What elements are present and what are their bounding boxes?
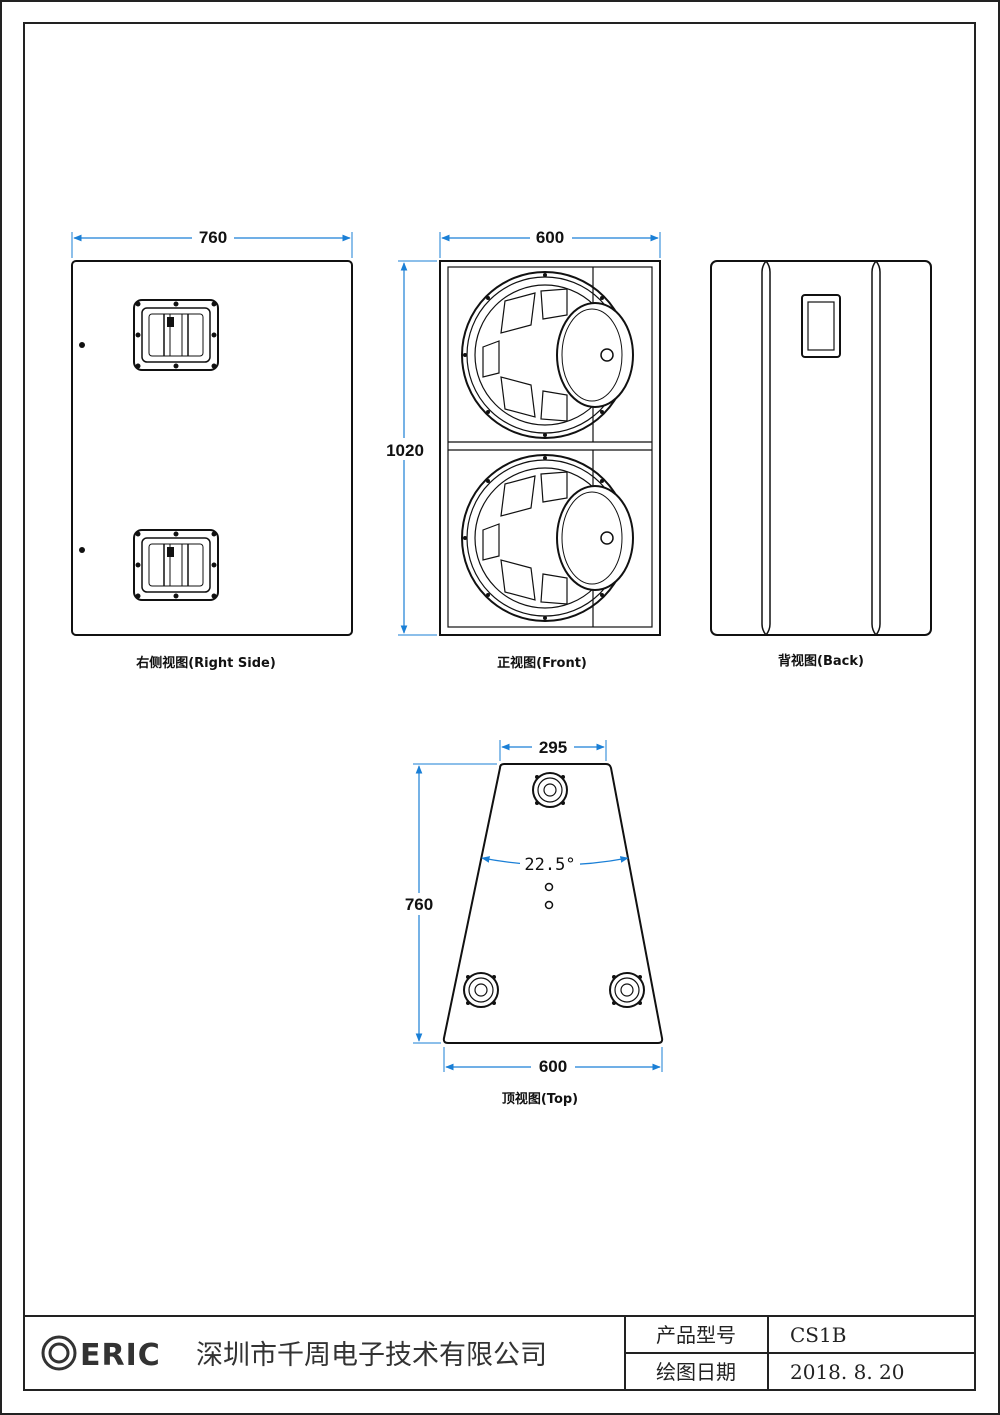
top-socket-right [609, 972, 645, 1008]
woofer-top [461, 271, 634, 439]
right-side-label: 右侧视图(Right Side) [135, 655, 276, 671]
back-label: 背视图(Back) [778, 653, 864, 669]
handle-bottom [133, 529, 219, 601]
side-hole-bottom [79, 547, 85, 553]
inner-frame [23, 22, 976, 1391]
angle-dim: 22.5° [524, 855, 575, 875]
top-depth-dim: 760 [405, 895, 433, 914]
back-panel [710, 260, 932, 636]
model-label: 产品型号 [656, 1323, 736, 1347]
front-baffle [447, 266, 653, 628]
model-value: CS1B [790, 1323, 846, 1347]
front-height-dim: 1020 [386, 441, 424, 460]
top-label: 顶视图(Top) [502, 1091, 578, 1107]
right-side-view: 760 右侧视图(Right Side) [71, 228, 353, 671]
company-name: 深圳市千周电子技术有限公司 [196, 1340, 547, 1371]
eric-logo-icon [41, 1335, 77, 1371]
top-socket-front [532, 772, 568, 808]
front-cabinet [439, 260, 661, 636]
back-connector-plate [801, 294, 841, 358]
title-block: ERIC 深圳市千周电子技术有限公司 产品型号 CS1B 绘图日期 2018. … [24, 1315, 975, 1390]
handle-top [133, 299, 219, 371]
back-view: 背视图(Back) [710, 260, 932, 669]
side-panel [71, 260, 353, 636]
front-view: 600 1020 正视图(Front) [383, 228, 661, 671]
company-logo-text: ERIC [80, 1338, 161, 1373]
woofer-bottom [461, 454, 634, 622]
date-value: 2018. 8. 20 [790, 1360, 905, 1384]
bottom-width-dim: 600 [539, 1057, 567, 1076]
side-width-dim: 760 [199, 228, 227, 247]
front-width-dim: 600 [536, 228, 564, 247]
front-label: 正视图(Front) [497, 655, 587, 671]
date-label: 绘图日期 [656, 1360, 736, 1384]
top-view: 22.5° 295 760 600 顶视图(Top) [398, 738, 664, 1107]
top-socket-left [463, 972, 499, 1008]
side-hole-top [79, 342, 85, 348]
top-trapezoid [442, 763, 664, 1044]
top-width-dim: 295 [539, 738, 567, 757]
